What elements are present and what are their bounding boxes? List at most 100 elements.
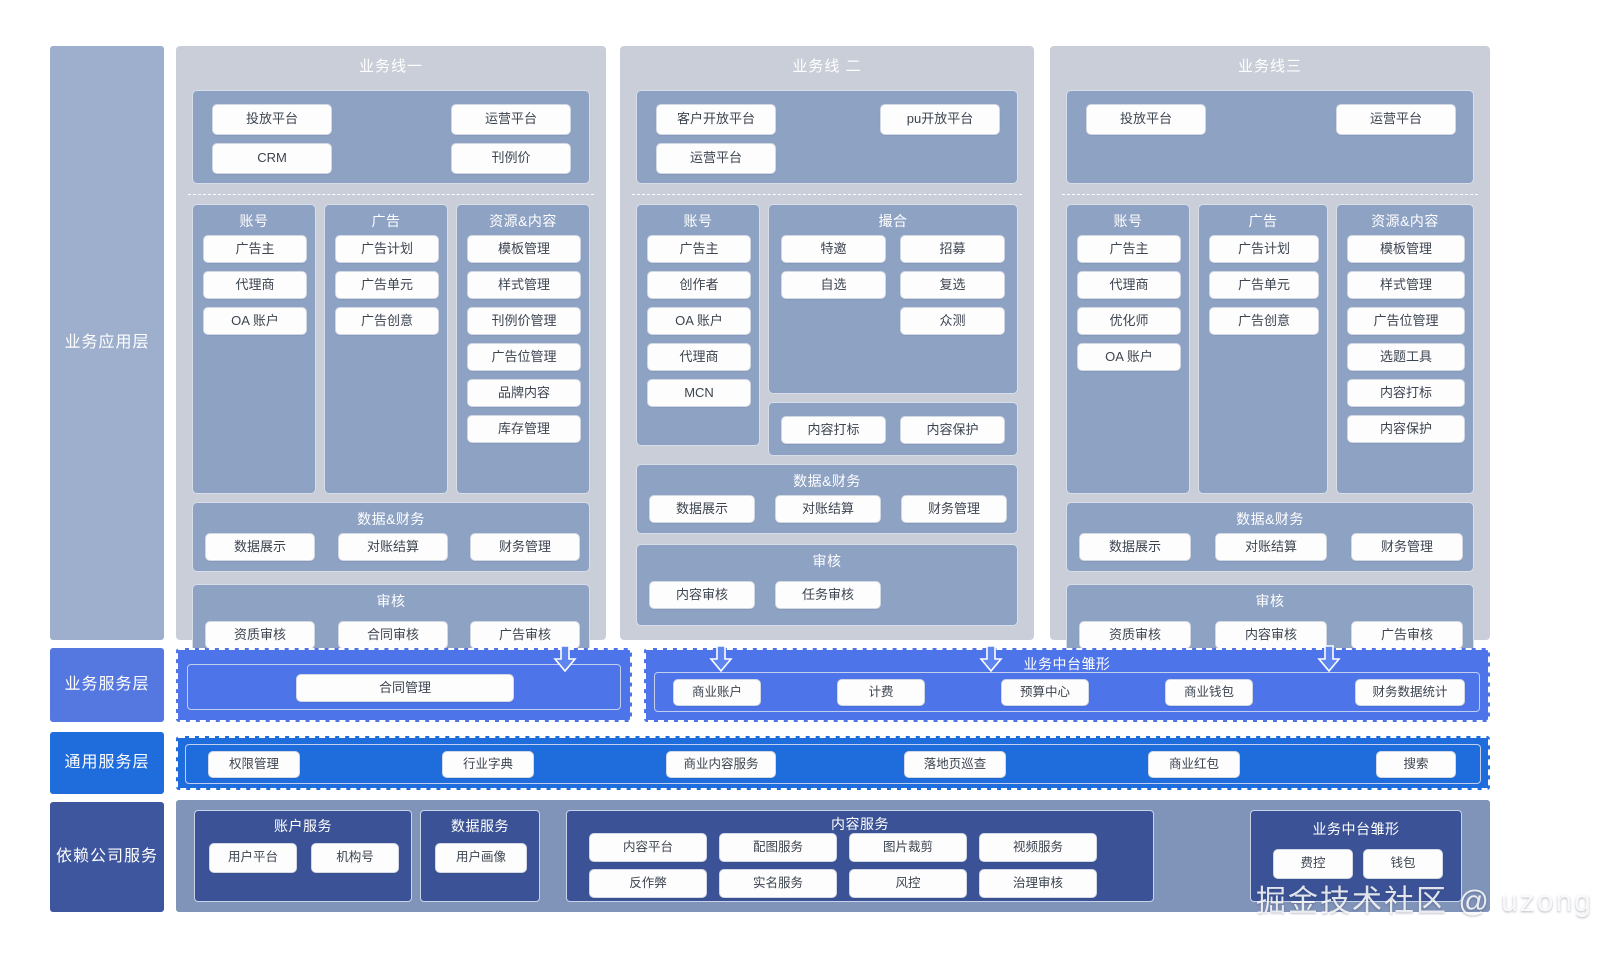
common-service-layer-band: 权限管理 行业字典 商业内容服务 落地页巡查 商业红包 搜索 <box>176 736 1490 790</box>
business-service-item[interactable]: 财务数据统计 <box>1355 679 1465 706</box>
data-finance-item[interactable]: 数据展示 <box>649 495 755 523</box>
audit-item[interactable]: 合同审核 <box>338 621 448 649</box>
section-divider <box>1062 194 1478 195</box>
group-item[interactable]: 优化师 <box>1077 307 1181 335</box>
platform-chip[interactable]: 客户开放平台 <box>656 104 776 135</box>
group-item[interactable]: 库存管理 <box>467 415 581 443</box>
group-panel-account: 账号 广告主 代理商 优化师 OA 账户 <box>1066 204 1190 494</box>
platform-chip[interactable]: 运营平台 <box>451 104 571 135</box>
business-service-item[interactable]: 商业账户 <box>673 679 761 706</box>
content-service-item[interactable]: 治理审核 <box>979 869 1097 898</box>
data-finance-title: 数据&财务 <box>793 473 861 489</box>
platform-chip[interactable]: CRM <box>212 143 332 174</box>
group-item[interactable]: 广告创意 <box>1209 307 1319 335</box>
business-line-1: 业务线一 投放平台 CRM 运营平台 刊例价 账号 广告主 代理商 OA 账户 … <box>176 46 606 666</box>
group-item[interactable]: 自选 <box>781 271 886 299</box>
platform-chip[interactable]: 运营平台 <box>656 143 776 174</box>
group-item[interactable]: 广告单元 <box>1209 271 1319 299</box>
business-service-item[interactable]: 商业钱包 <box>1165 679 1253 706</box>
content-service-item[interactable]: 风控 <box>849 869 967 898</box>
group-item[interactable]: 代理商 <box>203 271 307 299</box>
platform-chip[interactable]: 投放平台 <box>1086 104 1206 135</box>
group-item[interactable]: OA 账户 <box>1077 343 1181 371</box>
common-service-item[interactable]: 权限管理 <box>208 751 300 778</box>
audit-item[interactable]: 资质审核 <box>1079 621 1191 649</box>
group-item[interactable]: 刊例价管理 <box>467 307 581 335</box>
platform-chip[interactable]: pu开放平台 <box>880 104 1000 135</box>
platform-chip[interactable]: 投放平台 <box>212 104 332 135</box>
data-finance-item[interactable]: 对账结算 <box>338 533 448 561</box>
audit-item[interactable]: 资质审核 <box>205 621 315 649</box>
group-item[interactable]: 特邀 <box>781 235 886 263</box>
data-finance-item[interactable]: 对账结算 <box>775 495 881 523</box>
business-service-right-inner: 商业账户 计费 预算中心 商业钱包 财务数据统计 <box>654 672 1480 712</box>
group-item[interactable]: 广告单元 <box>335 271 439 299</box>
audit-item[interactable]: 任务审核 <box>775 581 881 609</box>
group-item[interactable]: OA 账户 <box>203 307 307 335</box>
common-service-item[interactable]: 搜索 <box>1376 751 1456 778</box>
data-finance-item[interactable]: 数据展示 <box>1079 533 1191 561</box>
data-finance-item[interactable]: 数据展示 <box>205 533 315 561</box>
middle-platform-item[interactable]: 钱包 <box>1363 849 1443 879</box>
group-item[interactable]: 样式管理 <box>1347 271 1465 299</box>
group-item[interactable]: 广告位管理 <box>1347 307 1465 335</box>
business-service-item[interactable]: 预算中心 <box>1001 679 1089 706</box>
audit-item[interactable]: 广告审核 <box>1351 621 1463 649</box>
group-item[interactable]: 招募 <box>900 235 1005 263</box>
group-item[interactable]: 创作者 <box>647 271 751 299</box>
common-service-item[interactable]: 商业内容服务 <box>666 751 776 778</box>
down-arrow-icon <box>979 645 1003 673</box>
group-item[interactable]: 品牌内容 <box>467 379 581 407</box>
group-title: 账号 <box>1113 213 1143 229</box>
group-item[interactable]: 广告计划 <box>1209 235 1319 263</box>
content-service-item[interactable]: 图片裁剪 <box>849 833 967 862</box>
group-item[interactable]: 样式管理 <box>467 271 581 299</box>
common-service-item[interactable]: 商业红包 <box>1148 751 1240 778</box>
group-item[interactable]: 模板管理 <box>1347 235 1465 263</box>
group-item[interactable]: 广告主 <box>647 235 751 263</box>
group-item[interactable]: 广告创意 <box>335 307 439 335</box>
layer-label-text: 业务服务层 <box>64 676 150 694</box>
layer-label-dependency-service: 依赖公司服务 <box>50 802 164 912</box>
layer-label-business-application: 业务应用层 <box>50 46 164 640</box>
content-service-item[interactable]: 视频服务 <box>979 833 1097 862</box>
data-finance-item[interactable]: 财务管理 <box>1351 533 1463 561</box>
middle-platform-item[interactable]: 费控 <box>1273 849 1353 879</box>
account-service-item[interactable]: 机构号 <box>311 843 399 873</box>
group-item[interactable]: MCN <box>647 379 751 407</box>
content-ops-item[interactable]: 内容打标 <box>781 416 886 444</box>
audit-item[interactable]: 内容审核 <box>1215 621 1327 649</box>
data-finance-item[interactable]: 对账结算 <box>1215 533 1327 561</box>
group-item[interactable]: 代理商 <box>1077 271 1181 299</box>
group-item[interactable]: 选题工具 <box>1347 343 1465 371</box>
platform-chip[interactable]: 运营平台 <box>1336 104 1456 135</box>
group-item[interactable]: 复选 <box>900 271 1005 299</box>
common-service-item[interactable]: 落地页巡查 <box>904 751 1006 778</box>
group-item[interactable]: 广告主 <box>1077 235 1181 263</box>
group-item[interactable]: 内容保护 <box>1347 415 1465 443</box>
data-service-item[interactable]: 用户画像 <box>435 843 527 873</box>
section-divider <box>632 194 1022 195</box>
group-panel-account: 账号 广告主 创作者 OA 账户 代理商 MCN <box>636 204 760 446</box>
group-item[interactable]: 众测 <box>900 307 1005 335</box>
account-service-item[interactable]: 用户平台 <box>209 843 297 873</box>
content-ops-item[interactable]: 内容保护 <box>900 416 1005 444</box>
group-item[interactable]: 广告主 <box>203 235 307 263</box>
content-service-item[interactable]: 内容平台 <box>589 833 707 862</box>
content-service-item[interactable]: 反作弊 <box>589 869 707 898</box>
data-finance-item[interactable]: 财务管理 <box>470 533 580 561</box>
group-item[interactable]: 模板管理 <box>467 235 581 263</box>
data-finance-item[interactable]: 财务管理 <box>901 495 1007 523</box>
group-item[interactable]: OA 账户 <box>647 307 751 335</box>
business-service-item[interactable]: 合同管理 <box>296 674 514 702</box>
content-service-item[interactable]: 实名服务 <box>719 869 837 898</box>
platform-chip[interactable]: 刊例价 <box>451 143 571 174</box>
group-item[interactable]: 广告计划 <box>335 235 439 263</box>
group-item[interactable]: 广告位管理 <box>467 343 581 371</box>
business-service-item[interactable]: 计费 <box>837 679 925 706</box>
group-item[interactable]: 代理商 <box>647 343 751 371</box>
common-service-item[interactable]: 行业字典 <box>442 751 534 778</box>
audit-item[interactable]: 内容审核 <box>649 581 755 609</box>
group-item[interactable]: 内容打标 <box>1347 379 1465 407</box>
content-service-item[interactable]: 配图服务 <box>719 833 837 862</box>
